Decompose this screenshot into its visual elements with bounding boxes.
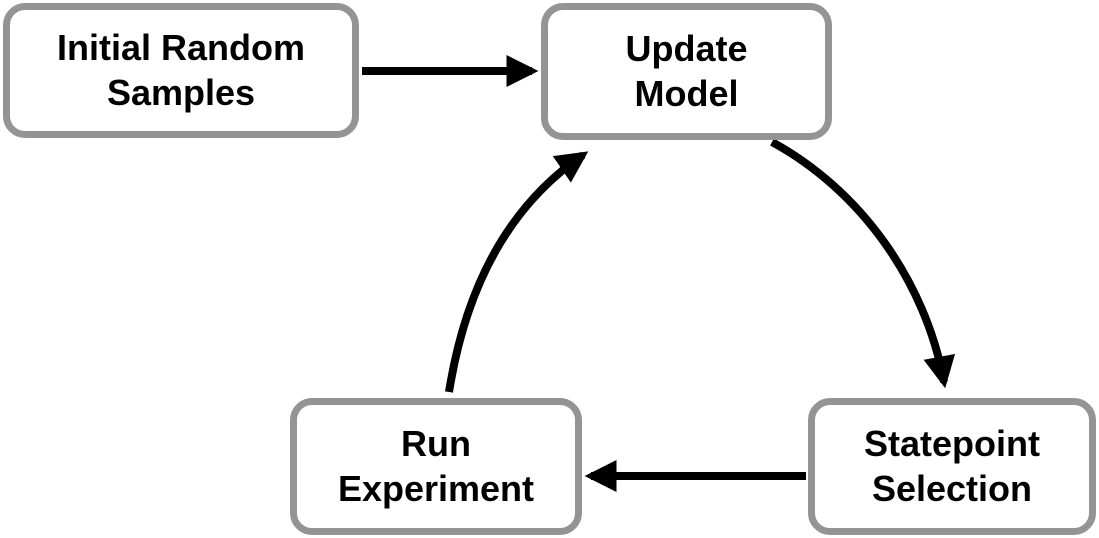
node-update-model: Update Model xyxy=(541,3,832,140)
node-run-experiment: Run Experiment xyxy=(290,398,582,535)
edge-run-to-update xyxy=(445,151,589,393)
edge-update-to-statepoint xyxy=(770,138,956,389)
node-initial-random-samples: Initial Random Samples xyxy=(3,3,359,138)
node-statepoint-selection: Statepoint Selection xyxy=(808,398,1096,535)
